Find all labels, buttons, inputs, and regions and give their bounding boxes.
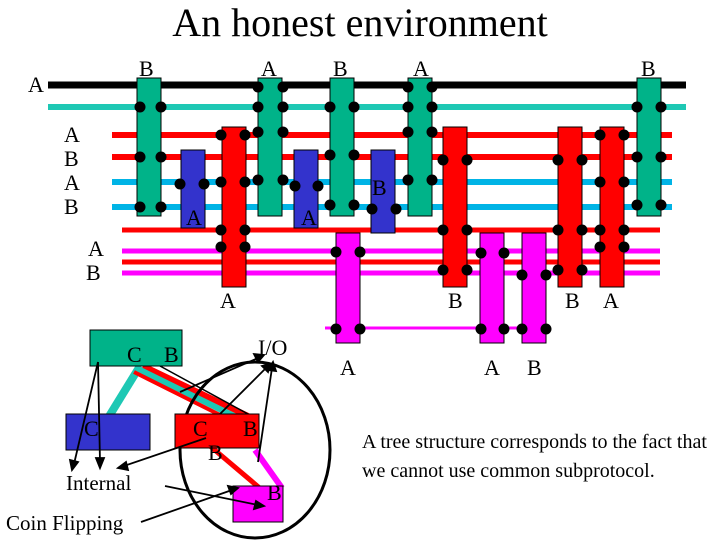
- box-red-a: [221, 126, 247, 288]
- label-row-left-0: A: [64, 122, 80, 147]
- label-row-left-1: B: [64, 146, 79, 171]
- box-red-right2: [599, 126, 625, 288]
- box-green-b2: [329, 77, 355, 217]
- tree-mid-b2: B: [208, 440, 223, 465]
- caption-text: A tree structure corresponds to the fact…: [362, 431, 707, 482]
- label-bus-top: A: [28, 72, 44, 97]
- party-labels: A A B A B A B B A B A B A A B A B B A A …: [28, 56, 656, 380]
- tree-edge-midc-leaf-red: [208, 444, 264, 492]
- tree-edge-root-midc-red: [141, 363, 250, 419]
- tree-node-mid-c: [174, 413, 260, 449]
- tree-mid-b: B: [243, 416, 258, 441]
- label-blue1-a: A: [186, 205, 202, 230]
- label-row-left-3: B: [64, 194, 79, 219]
- tree-structure: C B I/O C C B B B Internal Coin Flipping: [6, 329, 332, 540]
- label-top-b2: B: [333, 56, 348, 81]
- tree-edge-root-leftc: [104, 363, 144, 421]
- connection-dots: [134, 81, 667, 335]
- tree-left-c: C: [84, 416, 99, 441]
- tree-node-left-c: [65, 413, 151, 451]
- box-green-b3: [636, 77, 662, 217]
- label-right-a: A: [603, 288, 619, 313]
- label-top-b1: B: [139, 56, 154, 81]
- tree-edge-root-midc-teal: [136, 366, 244, 423]
- page-title: An honest environment: [172, 0, 548, 45]
- label-blue2-a: A: [301, 205, 317, 230]
- tree-leaf-b: B: [267, 480, 282, 505]
- label-row-left2-0: A: [88, 236, 104, 261]
- label-bottom-b: B: [527, 355, 542, 380]
- box-magenta-3: [521, 232, 547, 344]
- label-red-a: A: [220, 288, 236, 313]
- label-top-a1: A: [261, 56, 277, 81]
- box-red-right1: [557, 126, 583, 288]
- label-top-a2: A: [413, 56, 429, 81]
- label-top-b3: B: [641, 56, 656, 81]
- label-mid-b: B: [448, 288, 463, 313]
- label-right-b: B: [565, 288, 580, 313]
- box-green-a1: [257, 77, 283, 217]
- tree-edge-root-blackline: [159, 365, 249, 415]
- subprotocol-circle: [178, 360, 332, 540]
- tree-root-c: C: [127, 342, 142, 367]
- box-blue-3: [370, 149, 396, 234]
- label-bottom-a2: A: [484, 355, 500, 380]
- boxes: [136, 77, 662, 344]
- box-green-b1: [136, 77, 162, 217]
- box-green-a2: [407, 77, 433, 217]
- tree-node-root: [89, 329, 183, 367]
- label-row-left-2: A: [64, 170, 80, 195]
- tree-mid-c: C: [193, 416, 208, 441]
- pointer-arrows: [68, 352, 278, 523]
- label-blue3-b: B: [372, 175, 387, 200]
- label-bottom-a1: A: [340, 355, 356, 380]
- tree-root-b: B: [164, 342, 179, 367]
- box-red-mid: [442, 126, 468, 288]
- label-row-left2-1: B: [86, 260, 101, 285]
- tree-internal: Internal: [66, 471, 131, 495]
- tree-coin: Coin Flipping: [6, 511, 124, 535]
